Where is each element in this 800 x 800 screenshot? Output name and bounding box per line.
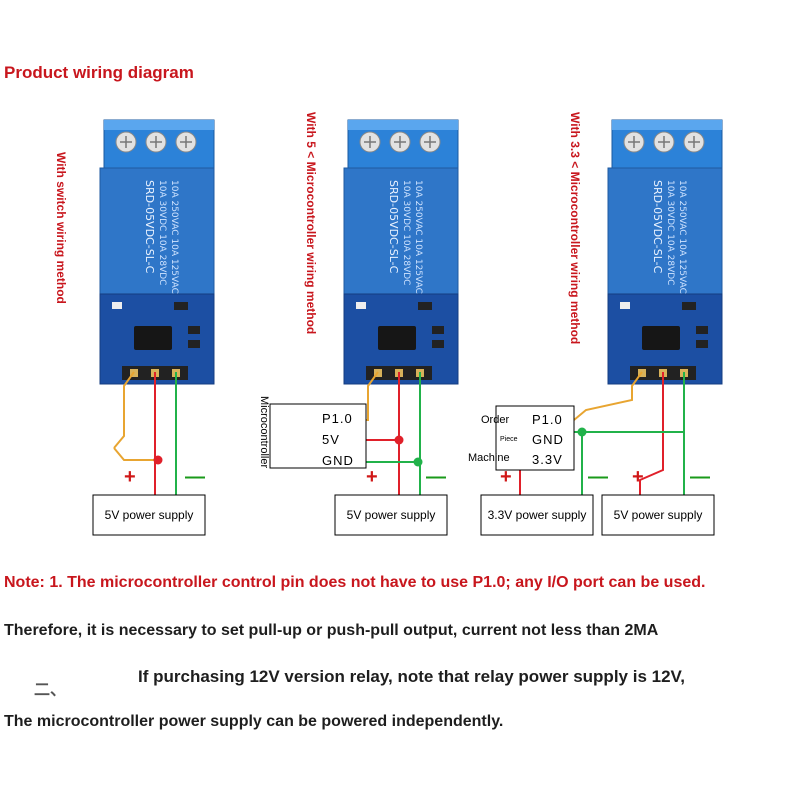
mcu-1-pin-gnd: GND — [322, 453, 354, 468]
svg-text:SRD-05VDC-SL-C: SRD-05VDC-SL-C — [387, 180, 400, 274]
method-label-3v3-mcu: With 3.3 < Microcontroller wiring method — [568, 112, 582, 345]
wires-switch — [113, 371, 177, 495]
psu-box-3 — [480, 494, 594, 536]
svg-text:10A 30VDC 10A 28VDC: 10A 30VDC 10A 28VDC — [665, 180, 675, 285]
plus-sign-2: + — [366, 466, 378, 488]
note-4: The microcontroller power supply can be … — [4, 713, 504, 730]
relay-marking-2: 10A 250VAC 10A 125VAC 10A 30VDC 10A 28VD… — [387, 180, 423, 294]
method-label-switch: With switch wiring method — [54, 152, 68, 304]
mcu-1-pin-5v: 5V — [322, 432, 340, 447]
junction-dot — [153, 455, 163, 465]
svg-text:10A 250VAC 10A 125VAC: 10A 250VAC 10A 125VAC — [677, 180, 687, 294]
svg-text:SRD-05VDC-SL-C: SRD-05VDC-SL-C — [651, 180, 664, 274]
mcu-2-label-bottom: Machine — [468, 452, 510, 464]
svg-text:10A 30VDC 10A 28VDC: 10A 30VDC 10A 28VDC — [401, 180, 411, 285]
psu-label-4: 5V power supply — [613, 508, 703, 522]
mcu-2-pin-p10: P1.0 — [532, 412, 563, 427]
wires-mcu-3v3 — [519, 371, 685, 495]
junction-dot — [577, 427, 587, 437]
psu-label-2: 5V power supply — [346, 508, 436, 522]
relay-marking-1: 10A 250VAC 10A 125VAC 10A 30VDC 10A 28VD… — [143, 180, 179, 294]
mcu-2-pin-3v3: 3.3V — [532, 452, 563, 467]
minus-sign-3: — — [588, 466, 608, 488]
mcu-2-pin-gnd: GND — [532, 432, 564, 447]
minus-sign-2: — — [426, 466, 446, 488]
svg-text:10A 250VAC 10A 125VAC: 10A 250VAC 10A 125VAC — [413, 180, 423, 294]
junction-dot — [413, 457, 423, 467]
method-label-5v-mcu: With 5 < Microcontroller wiring method — [304, 112, 318, 335]
note-3-marker: 二、 — [34, 682, 67, 699]
minus-sign-1: — — [185, 466, 205, 488]
psu-box-2 — [334, 494, 448, 536]
svg-text:SRD-05VDC-SL-C: SRD-05VDC-SL-C — [143, 180, 156, 274]
mcu-2-label-mid: Piece — [500, 436, 518, 443]
relay-module-2 — [343, 119, 459, 385]
relay-module-3 — [607, 119, 723, 385]
mcu-1-label: Microcontroller — [258, 396, 270, 469]
note-3: If purchasing 12V version relay, note th… — [138, 667, 686, 686]
mcu-2-label-top: Order — [481, 414, 510, 426]
svg-text:10A 250VAC 10A 125VAC: 10A 250VAC 10A 125VAC — [169, 180, 179, 294]
diagram-title: Product wiring diagram — [4, 63, 194, 82]
mcu-2-box — [495, 405, 575, 471]
relay-module-1 — [99, 119, 215, 385]
psu-box-1 — [92, 494, 206, 536]
mcu-1-box — [269, 403, 367, 469]
psu-label-1: 5V power supply — [104, 508, 194, 522]
psu-box-4 — [601, 494, 715, 536]
relay-marking-3: 10A 250VAC 10A 125VAC 10A 30VDC 10A 28VD… — [651, 180, 687, 294]
note-1: Note: 1. The microcontroller control pin… — [4, 574, 706, 591]
plus-sign-1: + — [124, 466, 136, 488]
minus-sign-4: — — [690, 466, 710, 488]
svg-text:10A 30VDC 10A 28VDC: 10A 30VDC 10A 28VDC — [157, 180, 167, 285]
note-2: Therefore, it is necessary to set pull-u… — [4, 622, 659, 639]
plus-sign-3: + — [500, 466, 512, 488]
plus-sign-4: + — [632, 466, 644, 488]
mcu-1-pin-p10: P1.0 — [322, 411, 353, 426]
psu-label-3: 3.3V power supply — [487, 508, 587, 522]
junction-dot — [394, 435, 404, 445]
